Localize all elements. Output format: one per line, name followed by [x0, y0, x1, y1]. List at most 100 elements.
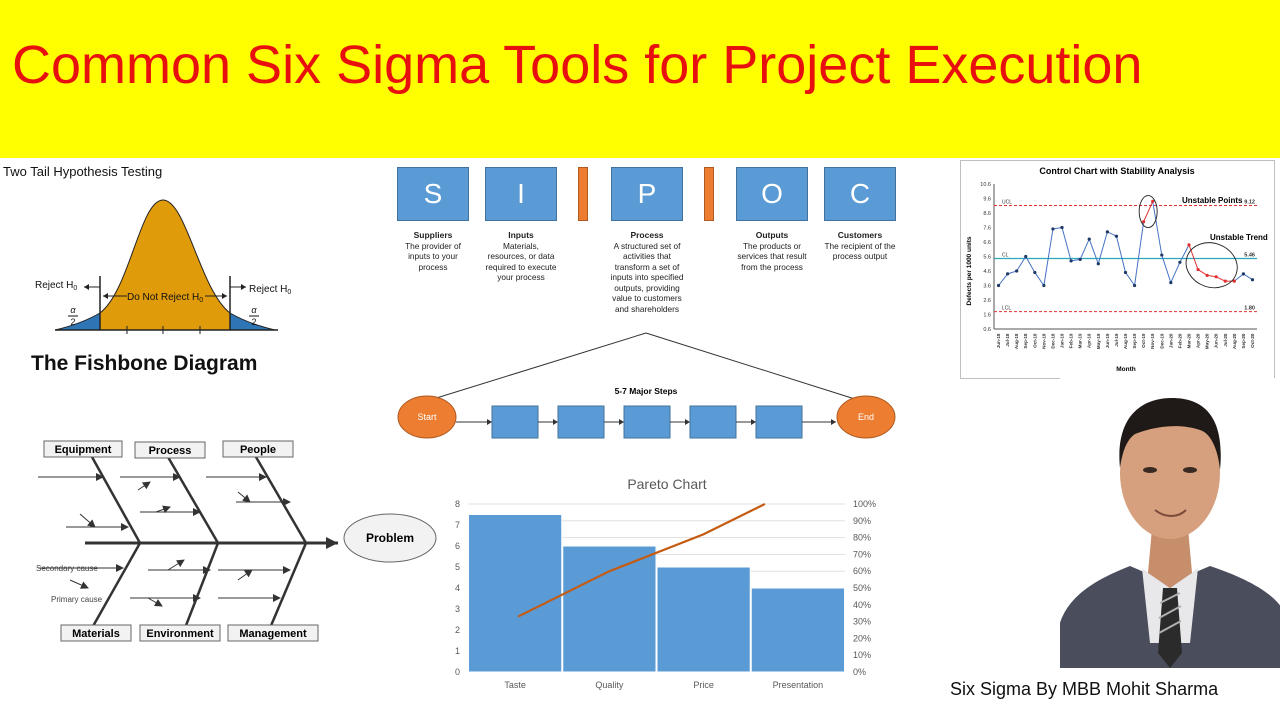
fishbone-title: The Fishbone Diagram — [31, 352, 258, 375]
data-point — [1096, 262, 1100, 266]
svg-text:Management: Management — [239, 628, 307, 640]
y2-tick-label: 0% — [853, 667, 866, 677]
data-point — [1223, 279, 1227, 283]
bar — [656, 566, 751, 673]
control-chart-ylabel: Defects per 1000 units — [966, 236, 973, 305]
data-point — [1087, 237, 1091, 241]
flow-arrowhead — [553, 419, 558, 425]
y2-tick-label: 10% — [853, 650, 871, 660]
primary-cause-label: Primary cause — [51, 595, 103, 604]
x-tick-label: Jan-19 — [1060, 333, 1065, 348]
y-tick-label: 9.6 — [983, 197, 991, 203]
y-tick-label: 5 — [455, 562, 460, 572]
x-tick-label: Mar-19 — [1078, 333, 1083, 348]
series-segment — [1143, 201, 1154, 222]
data-point — [1033, 270, 1037, 275]
data-point — [1051, 227, 1055, 231]
hair — [1119, 398, 1221, 470]
sipoc-i: I — [485, 167, 557, 221]
x-tick-label: Sep-20 — [1241, 333, 1246, 349]
hypothesis-diagram: Reject H0 Reject H0 Do Not Reject H0 α 2… — [35, 199, 291, 334]
svg-text:Materials: Materials — [72, 628, 120, 640]
process-step-box — [491, 405, 539, 439]
y2-tick-label: 100% — [853, 499, 876, 509]
x-tick-label: Oct-20 — [1250, 333, 1255, 348]
secondary-cause-label: Secondary cause — [36, 564, 98, 573]
x-tick-label: Jul-19 — [1114, 333, 1119, 347]
cl-label: CL — [1002, 253, 1009, 259]
y-tick-label: 8.6 — [983, 211, 991, 217]
y-tick-label: 7 — [455, 520, 460, 530]
series-segment — [1079, 238, 1090, 260]
data-point — [1060, 225, 1064, 230]
category-box-environment — [139, 624, 221, 642]
process-step-box — [689, 405, 737, 439]
rejection-area-left — [55, 313, 100, 330]
x-tick-label: Sep-18 — [1023, 333, 1028, 349]
bar — [468, 514, 563, 673]
y2-tick-label: 70% — [853, 549, 871, 559]
data-point — [1232, 279, 1236, 283]
normal-curve — [54, 199, 276, 331]
y-tick-label: 1.6 — [983, 313, 991, 319]
x-tick-label: Aug-20 — [1232, 333, 1237, 349]
series-segment — [1215, 276, 1226, 282]
y-tick-label: 2 — [455, 625, 460, 635]
x-tick-label: Aug-19 — [1123, 333, 1128, 349]
reject-left-label: Reject H0 — [35, 280, 77, 292]
x-tick-label: Oct-18 — [1032, 333, 1037, 348]
unstable-points-label: Unstable Points — [1182, 196, 1243, 205]
data-point — [1214, 275, 1218, 279]
data-point — [996, 283, 1001, 288]
data-point — [1250, 278, 1255, 282]
y2-tick-label: 20% — [853, 633, 871, 643]
x-tick-label: Mar-20 — [1186, 333, 1191, 348]
y2-tick-label: 30% — [853, 617, 871, 627]
x-tick-label: May-20 — [1205, 333, 1210, 349]
sipoc-separator — [578, 167, 588, 221]
category-box-equipment — [43, 440, 123, 458]
ucl-value: 9.12 — [1244, 199, 1255, 205]
flow-arrowhead — [685, 419, 690, 425]
data-point — [1123, 270, 1128, 275]
ucl-label: UCL — [1002, 199, 1012, 205]
series-segment — [1043, 228, 1054, 286]
author-caption: Six Sigma By MBB Mohit Sharma — [950, 679, 1219, 699]
data-point — [1042, 283, 1046, 288]
process-flow: 5-7 Major Steps Start End — [397, 332, 896, 439]
y-tick-label: 4.6 — [983, 269, 991, 275]
series-segment — [1025, 256, 1036, 273]
series-segment — [1097, 231, 1108, 264]
data-point — [1024, 254, 1028, 259]
lcl-label: LCL — [1002, 306, 1011, 312]
hypothesis-title: Two Tail Hypothesis Testing — [3, 164, 163, 179]
x-tick-label: Jun-20 — [1214, 333, 1219, 348]
sipoc-o: O — [736, 167, 808, 221]
cl-value: 5.46 — [1244, 253, 1255, 259]
sipoc-p: P — [611, 167, 683, 221]
series-segment — [1234, 273, 1244, 282]
unstable-points-ellipse — [1138, 195, 1158, 228]
series-segment — [1061, 227, 1072, 261]
alpha-right: α — [251, 305, 257, 315]
data-point — [1169, 281, 1173, 285]
reject-right-label: Reject H0 — [249, 284, 291, 296]
x-tick-label: Dec-19 — [1159, 333, 1164, 349]
series-segment — [1134, 221, 1145, 286]
y-tick-label: 3 — [455, 604, 460, 614]
flow-arrowhead — [831, 419, 836, 425]
bar — [750, 587, 845, 673]
data-point — [1105, 230, 1109, 234]
data-point — [1151, 199, 1155, 203]
series-segment — [1034, 272, 1045, 286]
rejection-area-right — [230, 313, 275, 330]
data-point — [1015, 269, 1019, 273]
control-chart-panel: Control Chart with Stability Analysis De… — [960, 160, 1275, 379]
y2-tick-label: 90% — [853, 516, 871, 526]
y-tick-label: 10.6 — [980, 182, 991, 188]
end-node — [836, 395, 896, 439]
data-point — [1178, 260, 1182, 264]
